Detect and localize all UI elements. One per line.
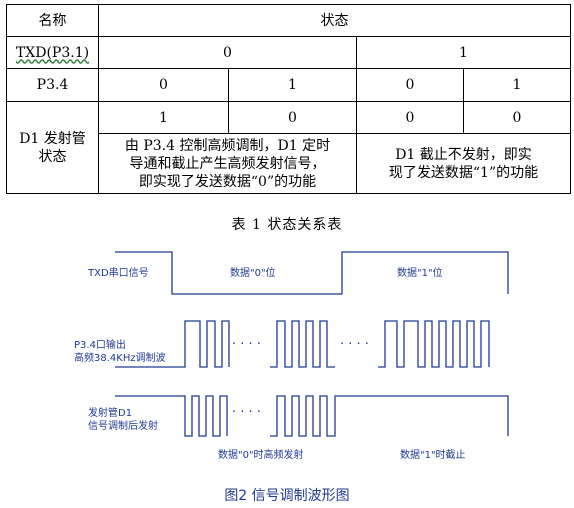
table-caption: 表 1 状态关系表	[231, 217, 343, 233]
p34-label-line2: 高频38.4KHz调制波	[74, 351, 166, 364]
p34-waveform-right	[378, 320, 490, 368]
row-label-txd: TXD(P3.1)	[6, 36, 99, 69]
desc0-line1: 由 P3.4 控制高频调制，D1 定时	[124, 137, 331, 154]
d1-label-line1: D1 发射管	[19, 130, 86, 147]
d1-value-a: 1	[98, 101, 229, 134]
row-label-d1: D1 发射管 状态	[6, 101, 99, 194]
figure-caption: 图2 信号调制波形图	[224, 488, 350, 504]
d1-waveform-left	[115, 395, 228, 437]
p34-ellipsis-left: · · · ·	[232, 337, 261, 352]
d1-label-line2: 状态	[38, 148, 67, 165]
d1-value-b: 0	[228, 101, 357, 134]
data1-bit-label: 数据"1"位	[397, 266, 443, 279]
header-state: 状态	[98, 4, 571, 37]
p34-value-b: 1	[228, 68, 357, 102]
desc0-line3: 即实现了发送数据“0”的功能	[138, 173, 317, 190]
p34-ellipsis-right: · · · ·	[340, 337, 369, 352]
txd-waveform	[115, 251, 509, 295]
p34-value-c: 0	[356, 68, 464, 102]
txd-signal-label: TXD串口信号	[87, 267, 149, 279]
data0-bit-label: 数据"0"位	[230, 266, 276, 279]
waveform-diagram: TXD串口信号 数据"0"位 数据"1"位 P3.4口输出 高频38.4KHz调…	[74, 251, 509, 461]
d1-value-c: 0	[356, 101, 464, 134]
d1-value-d: 0	[463, 101, 571, 134]
txd-value-0: 0	[98, 36, 357, 69]
d1-desc-data0: 由 P3.4 控制高频调制，D1 定时 导通和截止产生高频发射信号， 即实现了发…	[98, 133, 357, 194]
d1-desc-data1: D1 截止不发射，即实 现了发送数据“1”的功能	[356, 133, 571, 194]
p34-value-d: 1	[463, 68, 571, 102]
p34-label-line1: P3.4口输出	[74, 338, 126, 351]
d1-label-line1: 发射管D1	[88, 406, 132, 419]
header-name: 名称	[6, 4, 99, 37]
p34-value-a: 0	[98, 68, 229, 102]
desc1-line2: 现了发送数据“1”的功能	[388, 164, 539, 181]
row-label-p34: P3.4	[6, 68, 99, 102]
p34-waveform-mid	[270, 320, 335, 368]
txd-label-text: TXD(P3.1)	[15, 44, 90, 61]
state-table: 名称 状态 TXD(P3.1) 0 1 P3.4 0 1 0 1 D1 发射管 …	[6, 4, 571, 194]
d1-waveform-mid	[270, 395, 509, 437]
d1-ellipsis: · · · ·	[232, 405, 261, 420]
data0-note: 数据"0"时高频发射	[218, 448, 304, 461]
d1-label-line2: 信号调制后发射	[88, 419, 158, 432]
txd-value-1: 1	[356, 36, 571, 69]
p34-waveform	[115, 320, 230, 368]
desc1-line1: D1 截止不发射，即实	[395, 146, 532, 163]
desc0-line2: 导通和截止产生高频发射信号，	[129, 155, 326, 172]
data1-note: 数据"1"时截止	[400, 448, 466, 461]
